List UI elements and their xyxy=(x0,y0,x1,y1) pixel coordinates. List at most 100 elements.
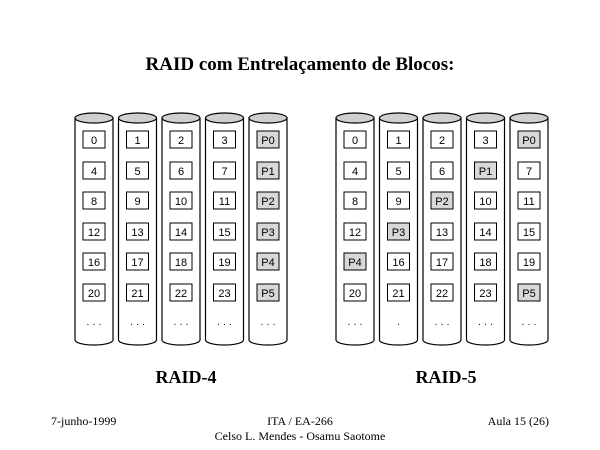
footer-center: ITA / EA-266 Celso L. Mendes - Osamu Sao… xyxy=(0,414,600,444)
raid5-disk-1-block-0 xyxy=(387,130,410,149)
raid5-disk-0-block-2 xyxy=(343,191,367,210)
raid5-disk-1-block-4 xyxy=(387,252,410,271)
slide-title: RAID com Entrelaçamento de Blocos: xyxy=(145,54,455,75)
raid5-disk-1-block-2 xyxy=(387,191,410,210)
raid4-disk-1-top xyxy=(117,112,158,124)
raid4-disk-4-block-5 xyxy=(256,283,280,302)
raid4-disk-1-block-4 xyxy=(126,252,149,271)
raid5-disk-1-block-1-label: 5 xyxy=(395,166,401,178)
raid4-disk-3-block-0-label: 3 xyxy=(221,135,227,147)
raid5-disk-0-block-1 xyxy=(343,161,367,180)
raid5-disk-4-block-3 xyxy=(517,222,541,241)
raid5-disk-2-block-2 xyxy=(430,191,454,210)
raid4-disk-0-block-5-label: 20 xyxy=(88,288,100,300)
raid5-disk-4-block-2 xyxy=(517,191,541,210)
raid5-disk-2-block-1 xyxy=(430,161,454,180)
raid4-disk-4-block-1-label: P1 xyxy=(261,166,274,178)
raid4-disk-2-block-5 xyxy=(169,283,193,302)
raid4-disk-2-block-0-label: 2 xyxy=(178,135,184,147)
raid5-disk-2-block-5-label: 22 xyxy=(436,288,448,300)
footer-lecture: Aula 15 (26) xyxy=(487,414,549,428)
raid4-disk-2-block-1 xyxy=(169,161,193,180)
raid5-disk-4-block-4 xyxy=(517,252,541,271)
raid5-disk-2-top xyxy=(422,112,462,124)
raid4-disk-4-ellipsis: · · · xyxy=(260,319,276,330)
raid4-disk-2-ellipsis: · · · xyxy=(173,319,189,330)
raid4-disk-3-block-2-label: 11 xyxy=(219,196,230,208)
raid5-disk-3-block-0 xyxy=(474,130,497,149)
footer-date: 7-junho-1999 xyxy=(51,414,117,428)
raid4-disk-3-block-1 xyxy=(213,161,236,180)
raid4-disk-1-block-4-label: 17 xyxy=(131,257,143,269)
raid5-disk-3-block-1-label: P1 xyxy=(479,166,492,178)
footer-authors: Celso L. Mendes - Osamu Saotome xyxy=(214,429,386,443)
raid4-disk-3-block-3-label: 15 xyxy=(218,227,230,239)
raid4-disk-2-block-4-label: 18 xyxy=(175,257,187,269)
raid5-disk-0-block-4 xyxy=(343,252,367,271)
raid5-disk-1-block-2-label: 9 xyxy=(395,196,401,208)
raid4-disk-3-ellipsis: · · · xyxy=(217,319,233,330)
raid4-disk-4-block-3-label: P3 xyxy=(261,227,274,239)
raid5-disk-2-block-3-label: 13 xyxy=(436,227,448,239)
raid4-disk-3-block-5 xyxy=(213,283,236,302)
raid5-disk-0-top xyxy=(335,112,375,124)
raid5-disk-3-block-5 xyxy=(474,283,497,302)
raid4-disk-0-ellipsis: · · · xyxy=(86,319,102,330)
raid5-disk-4-block-2-label: 11 xyxy=(523,196,534,208)
raid5-disk-4-ellipsis: · · · xyxy=(521,319,537,330)
raid4-disk-3-block-3 xyxy=(213,222,236,241)
raid5-disk-1-top xyxy=(378,112,419,124)
raid4-disk-0-block-0 xyxy=(82,130,106,149)
raid4-disk-3-block-5-label: 23 xyxy=(218,288,230,300)
raid4-disk-0-block-1 xyxy=(82,161,106,180)
raid4-disk-1-block-5 xyxy=(126,283,149,302)
raid5-disk-2-block-1-label: 6 xyxy=(439,166,445,178)
raid4-disk-0-block-1-label: 4 xyxy=(91,166,97,178)
raid5-disk-1-block-0-label: 1 xyxy=(395,135,401,147)
raid5-disk-1-ellipsis: · xyxy=(397,319,400,330)
raid5-disk-2-block-2-label: P2 xyxy=(435,196,448,208)
raid4-disk-4-block-1 xyxy=(256,161,280,180)
raid5-disk-3-block-5-label: 23 xyxy=(479,288,491,300)
raid5-disk-0-block-3-label: 12 xyxy=(349,227,361,239)
raid5-disk-4-top xyxy=(509,112,549,124)
raid4-disk-4-block-4-label: P4 xyxy=(261,257,274,269)
raid4-disk-4-block-2 xyxy=(256,191,280,210)
raid4-disk-0-top xyxy=(74,112,114,124)
raid4-disk-2-block-4 xyxy=(169,252,193,271)
raid5-disk-0-block-2-label: 8 xyxy=(352,196,358,208)
raid4-disk-3-block-2 xyxy=(213,191,236,210)
raid4-disk-4-block-2-label: P2 xyxy=(261,196,274,208)
raid4-disk-3-block-0 xyxy=(213,130,236,149)
raid4-disk-4-block-4 xyxy=(256,252,280,271)
raid5-disk-3-block-0-label: 3 xyxy=(482,135,488,147)
raid4-disk-1-block-3-label: 13 xyxy=(131,227,143,239)
raid5-disk-0-block-5-label: 20 xyxy=(349,288,361,300)
raid4-disk-4-block-0 xyxy=(256,130,280,149)
raid5-disk-2-block-3 xyxy=(430,222,454,241)
raid4-disk-3-block-1-label: 7 xyxy=(221,166,227,178)
raid4-disk-1-block-1 xyxy=(126,161,149,180)
raid5-disk-3-top xyxy=(465,112,506,124)
raid5-disk-4-block-0-label: P0 xyxy=(522,135,535,147)
raid4-disk-0-block-4-label: 16 xyxy=(88,257,100,269)
raid5-disk-3-block-4 xyxy=(474,252,497,271)
raid4-disk-0-block-0-label: 0 xyxy=(91,135,97,147)
raid4-disk-2-block-2 xyxy=(169,191,193,210)
raid5-disk-4-block-3-label: 15 xyxy=(523,227,535,239)
raid4-disk-2-block-2-label: 10 xyxy=(175,196,187,208)
raid5-disk-1-block-5-label: 21 xyxy=(392,288,404,300)
raid5-disk-4-block-0 xyxy=(517,130,541,149)
raid4-disk-1-block-0-label: 1 xyxy=(134,135,140,147)
raid5-disk-4-block-4-label: 19 xyxy=(523,257,535,269)
raid4-disk-1-block-1-label: 5 xyxy=(134,166,140,178)
raid4-disk-0-block-5 xyxy=(82,283,106,302)
